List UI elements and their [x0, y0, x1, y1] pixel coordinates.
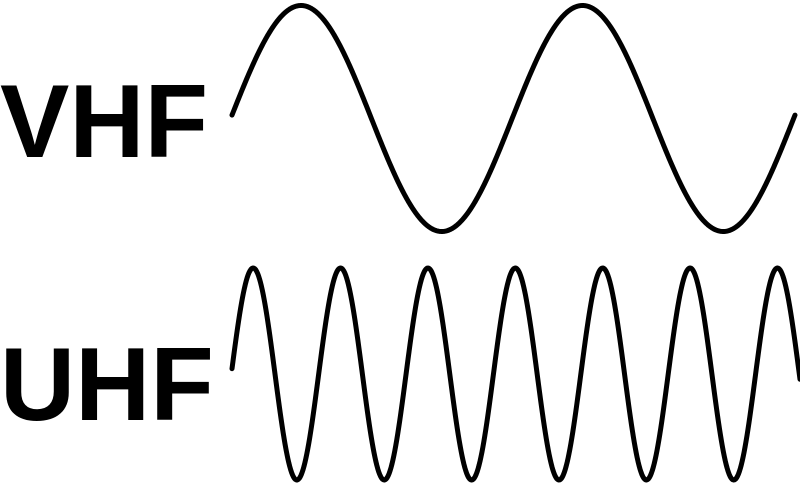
vhf-label: VHF	[0, 64, 208, 180]
uhf-wave	[229, 265, 800, 483]
vhf-wave	[229, 3, 798, 234]
uhf-label: UHF	[0, 327, 214, 443]
